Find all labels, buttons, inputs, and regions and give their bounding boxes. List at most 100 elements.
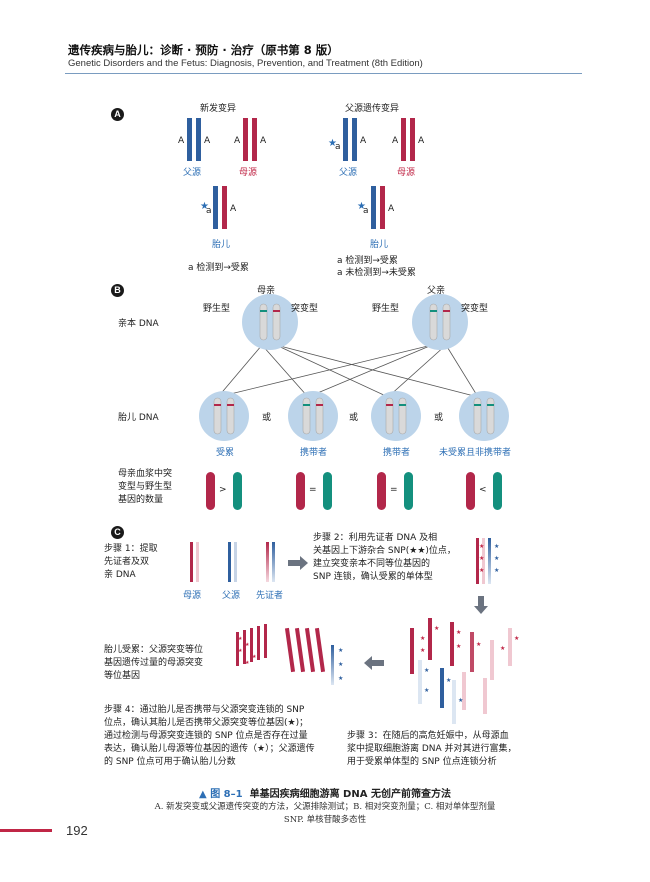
svg-text:★: ★ <box>456 643 461 650</box>
star-icon: ★ <box>328 138 337 149</box>
panel-c-badge: C <box>111 526 124 539</box>
running-header-zh: 遗传疾病与胎儿：诊断 · 预防 · 治疗（原书第 8 版） <box>68 43 339 57</box>
fetus-label: 胎儿 <box>370 240 389 250</box>
allele-label: A <box>360 136 367 146</box>
chromosome-bar <box>187 118 192 161</box>
allele-label: A <box>230 204 237 214</box>
allele-label: A <box>392 136 399 146</box>
allele-label: A <box>234 136 241 146</box>
allele-label: A <box>204 136 211 146</box>
svg-text:★: ★ <box>494 555 499 562</box>
inheritance-lines <box>217 344 479 398</box>
svg-text:★: ★ <box>494 567 499 574</box>
fetal-cell <box>288 391 338 441</box>
chromosome-bar <box>213 186 218 229</box>
svg-text:★: ★ <box>446 677 451 684</box>
svg-text:★: ★ <box>424 687 429 694</box>
figure-number: ▲ 图 8–1 <box>199 789 243 800</box>
svg-text:★: ★ <box>456 629 461 636</box>
running-header-en: Genetic Disorders and the Fetus: Diagnos… <box>68 58 423 69</box>
ratio-sign: < <box>479 485 487 495</box>
svg-text:★: ★ <box>479 543 484 550</box>
chromosome-bar <box>243 118 248 161</box>
ratio-sign: = <box>390 485 398 495</box>
panel-a-badge: A <box>111 108 124 121</box>
svg-text:★: ★ <box>338 647 343 654</box>
fetal-affected-text: 胎儿受累：父源突变等位 基因遗传过量的母源突变 等位基因 <box>104 645 204 681</box>
step1-text: 步骤 1：提取 先证者及双 亲 DNA <box>104 544 158 580</box>
fetal-cell <box>459 391 509 441</box>
chromosome-bar <box>252 118 257 161</box>
svg-text:★: ★ <box>424 667 429 674</box>
mutant-allele-label: a <box>363 206 369 216</box>
chromosome-bar <box>401 118 406 161</box>
mutant-allele-label: a <box>206 206 212 216</box>
fetal-dna-label: 胎儿 DNA <box>118 413 159 423</box>
svg-text:★: ★ <box>338 675 343 682</box>
star-icon: ★ <box>200 201 209 212</box>
step1-label: 母源 <box>183 591 202 601</box>
figure-legend-line: A. 新发突变或父源遗传突变的方法，父源排除测试；B. 相对突变剂量；C. 相对… <box>154 802 496 812</box>
step3-text: 步骤 3：在随后的高危妊娠中，从母源血 浆中提取细胞游离 DNA 并对其进行富集… <box>347 731 517 767</box>
svg-text:★: ★ <box>238 636 243 642</box>
outcome-label: 受累 <box>216 448 235 458</box>
allele-label: A <box>388 204 395 214</box>
arrow-left-icon <box>364 656 384 670</box>
fetal-cell <box>199 391 249 441</box>
chromosome-bar <box>410 118 415 161</box>
arrow-down-icon <box>474 596 488 614</box>
panel-b-badge: B <box>111 284 124 297</box>
father-cell <box>412 294 468 350</box>
wild-type-label: 野生型 <box>203 304 231 314</box>
step2-text: 步骤 2：利用先证者 DNA 及相 关基因上下游杂合 SNP(★★)位点， 建立… <box>313 533 456 582</box>
page-number: 192 <box>66 823 88 838</box>
dosage-bars <box>206 472 502 510</box>
star-icon: ★ <box>357 201 366 212</box>
svg-text:★: ★ <box>500 645 505 652</box>
chromosome-bar <box>343 118 348 161</box>
fetal-cell <box>371 391 421 441</box>
mother-label: 母源 <box>397 168 416 178</box>
svg-text:★: ★ <box>238 648 243 654</box>
svg-text:★: ★ <box>245 642 250 648</box>
outcome-label: 携带者 <box>383 448 411 458</box>
cfdna-fragments: ★ ★ ★ ★ ★ ★ ★ ★ ★ ★ ★ ★ <box>410 618 519 724</box>
or-label: 或 <box>349 413 359 423</box>
left-result: a 检测到→受累 <box>188 263 249 273</box>
svg-text:★: ★ <box>252 654 257 660</box>
svg-text:★: ★ <box>476 641 481 648</box>
svg-text:★: ★ <box>514 635 519 642</box>
step1-label: 父源 <box>222 591 241 601</box>
figure-caption: ▲ 图 8–1 单基因疾病细胞游离 DNA 无创产前筛查方法 <box>0 785 650 800</box>
outcome-label: 未受累且非携带者 <box>439 448 512 458</box>
fetus-label: 胎儿 <box>212 240 231 250</box>
chromosome-icon <box>259 303 451 341</box>
father-label: 父源 <box>183 168 202 178</box>
right-result-1: a 检测到→受累 <box>337 256 398 266</box>
mutant-label: 突变型 <box>461 304 489 314</box>
mother-label: 母源 <box>239 168 258 178</box>
svg-text:★: ★ <box>479 555 484 562</box>
figure-title: 单基因疾病细胞游离 DNA 无创产前筛查方法 <box>249 789 451 800</box>
mutant-label: 突变型 <box>291 304 319 314</box>
ratio-sign: = <box>309 485 317 495</box>
mother-cell <box>242 294 298 350</box>
svg-text:★: ★ <box>434 625 439 632</box>
parent-dna-label: 亲本 DNA <box>118 319 159 329</box>
wild-type-label: 野生型 <box>372 304 400 314</box>
father-title: 父亲 <box>427 286 446 296</box>
or-label: 或 <box>434 413 444 423</box>
header-rule <box>65 73 582 74</box>
father-label: 父源 <box>339 168 358 178</box>
page-number-accent <box>0 829 52 832</box>
outcome-label: 携带者 <box>300 448 328 458</box>
paternal-label: 父源遗传变异 <box>345 104 400 114</box>
svg-text:★: ★ <box>479 567 484 574</box>
chromosome-bar <box>196 118 201 161</box>
svg-text:★: ★ <box>338 661 343 668</box>
stacked-fragments: ★ ★ ★ ★ ★ ★ ★ ★ <box>236 624 343 685</box>
allele-label: A <box>260 136 267 146</box>
allele-label: A <box>418 136 425 146</box>
